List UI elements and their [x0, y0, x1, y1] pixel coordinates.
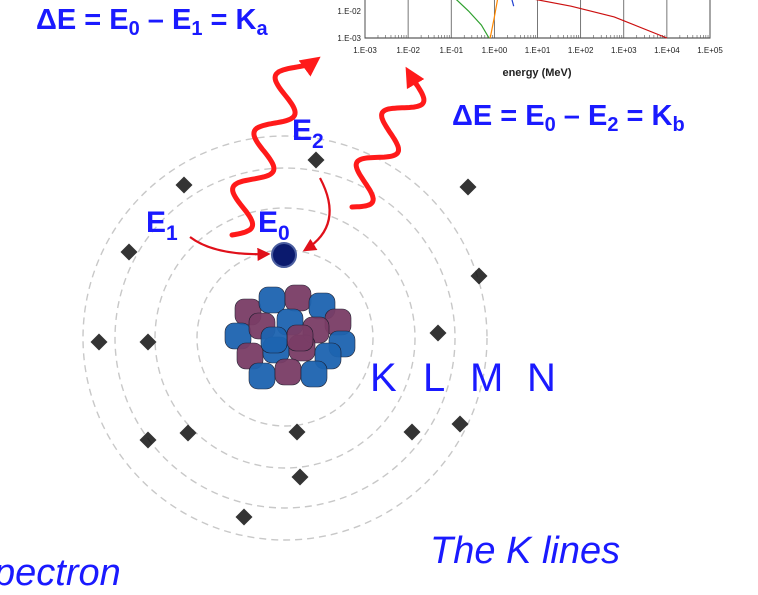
orbit-m — [114, 167, 456, 509]
chart-series — [455, 0, 668, 39]
vacancy-electron — [271, 242, 297, 268]
level-label-e0-main: E — [258, 206, 279, 239]
neutron — [258, 286, 286, 314]
equation-k-beta: ΔE = E0 – E2 = Kb — [452, 100, 685, 136]
chart-x-tick-labels: 1.E-03 1.E-02 1.E-01 1.E+00 1.E+01 1.E+02 1.E+… — [353, 46, 723, 55]
level-label-e2: E2 — [292, 114, 324, 152]
transition-e2-e0-arrow — [302, 177, 331, 252]
equation-k-alpha-sub1: 1 — [191, 18, 203, 40]
chart-x-tick: 1.E+03 — [611, 46, 637, 55]
orbit-l — [154, 207, 416, 469]
electron — [139, 431, 157, 449]
chart-x-tick: 1.E-03 — [353, 46, 377, 55]
chart-x-tick: 1.E-01 — [439, 46, 463, 55]
chart-grid — [364, 0, 711, 38]
electron — [235, 508, 253, 526]
photon-kb-wave — [349, 66, 427, 210]
equation-k-beta-rhs: = K — [618, 100, 673, 132]
chart-y-tick: 1.E-03 — [337, 34, 361, 43]
electron — [288, 423, 306, 441]
proton — [274, 358, 302, 386]
electron — [120, 243, 138, 261]
equation-k-beta-sub2: b — [672, 114, 685, 136]
attenuation-chart: 1.E-03 1.E-02 1.E-01 1.E+00 1.E+01 1.E+02 1.E+… — [337, 0, 723, 79]
proton — [286, 324, 314, 352]
shell-label-n: N — [527, 356, 556, 400]
chart-y-tick-labels: 1.E-03 1.E-02 — [337, 7, 361, 43]
equation-k-beta-lhs: ΔE = E — [452, 100, 545, 132]
electron — [451, 415, 469, 433]
nucleus — [224, 284, 356, 390]
chart-x-tick: 1.E+01 — [525, 46, 551, 55]
equation-k-alpha-sub2: a — [256, 18, 268, 40]
equation-k-alpha: ΔE = E0 – E1 = Ka — [36, 4, 268, 40]
equation-k-alpha-sub0: 0 — [128, 18, 140, 40]
chart-series-line — [535, 0, 668, 39]
level-label-e1: E1 — [146, 206, 178, 244]
transition-e1-e0-arrow — [189, 236, 271, 261]
level-label-e2-sub: 2 — [312, 130, 324, 153]
caption-partial-left: pectron — [0, 552, 121, 594]
chart-x-tick: 1.E-02 — [396, 46, 420, 55]
orbit-n — [82, 135, 488, 541]
electrons — [90, 151, 488, 526]
chart-x-tick: 1.E+02 — [568, 46, 594, 55]
chart-x-tick: 1.E+00 — [482, 46, 508, 55]
chart-x-axis-title: energy (MeV) — [502, 67, 571, 79]
level-label-e0-sub: 0 — [278, 222, 290, 245]
electron — [403, 423, 421, 441]
chart-x-tick: 1.E+05 — [697, 46, 723, 55]
orbit-rings — [82, 135, 488, 541]
shell-label-l: L — [423, 356, 446, 400]
electron — [459, 178, 477, 196]
electron — [470, 267, 488, 285]
electron — [179, 424, 197, 442]
caption-k-lines: The K lines — [430, 530, 621, 572]
equation-k-beta-mid: – E — [555, 100, 608, 132]
photon-ka-wave — [229, 56, 321, 238]
electron — [175, 176, 193, 194]
electron — [291, 468, 309, 486]
neutron — [248, 362, 276, 390]
equation-k-beta-sub1: 2 — [607, 114, 619, 136]
level-label-e2-main: E — [292, 114, 313, 147]
electron — [429, 324, 447, 342]
electron — [139, 333, 157, 351]
proton — [284, 284, 312, 312]
equation-k-alpha-lhs: ΔE = E — [36, 4, 129, 36]
shell-label-k: K — [370, 356, 397, 400]
electron — [307, 151, 325, 169]
level-label-e1-sub: 1 — [166, 222, 178, 245]
electron — [90, 333, 108, 351]
chart-y-tick: 1.E-02 — [337, 7, 361, 16]
level-label-e1-main: E — [146, 206, 167, 239]
shell-label-m: M — [470, 356, 504, 400]
equation-k-alpha-mid: – E — [139, 4, 192, 36]
equation-k-beta-sub0: 0 — [544, 114, 556, 136]
level-label-e0: E0 — [258, 206, 290, 244]
chart-series-line — [455, 0, 490, 39]
neutron — [260, 326, 288, 354]
equation-k-alpha-rhs: = K — [202, 4, 257, 36]
chart-x-tick: 1.E+04 — [654, 46, 680, 55]
neutron — [300, 360, 328, 388]
chart-series-line — [511, 0, 515, 7]
chart-series-line — [489, 0, 499, 39]
